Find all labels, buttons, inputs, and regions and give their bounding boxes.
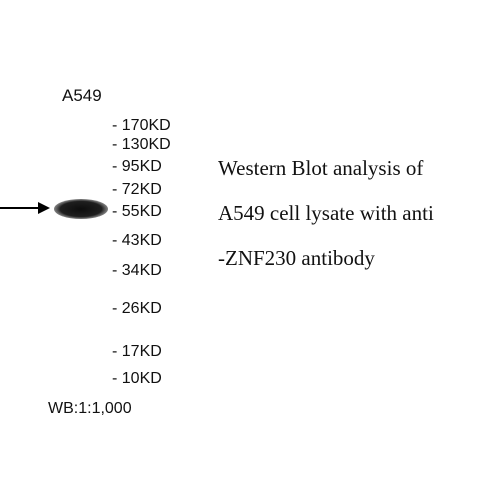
marker-10kd: - 10KD [112,370,162,387]
caption-line-2: A549 cell lysate with anti [218,201,434,225]
caption-line-1: Western Blot analysis of [218,156,424,180]
protein-band [54,199,108,219]
marker-55kd: - 55KD [112,203,162,220]
wb-dilution-label: WB:1:1,000 [48,400,132,417]
marker-72kd: - 72KD [112,181,162,198]
marker-26kd: - 26KD [112,300,162,317]
marker-170kd: - 170KD [112,117,171,134]
marker-34kd: - 34KD [112,262,162,279]
lane-label: A549 [62,86,102,105]
marker-43kd: - 43KD [112,232,162,249]
arrow-right-icon [0,202,50,214]
marker-130kd: - 130KD [112,136,171,153]
caption-line-3: -ZNF230 antibody [218,246,375,270]
marker-95kd: - 95KD [112,158,162,175]
marker-17kd: - 17KD [112,343,162,360]
